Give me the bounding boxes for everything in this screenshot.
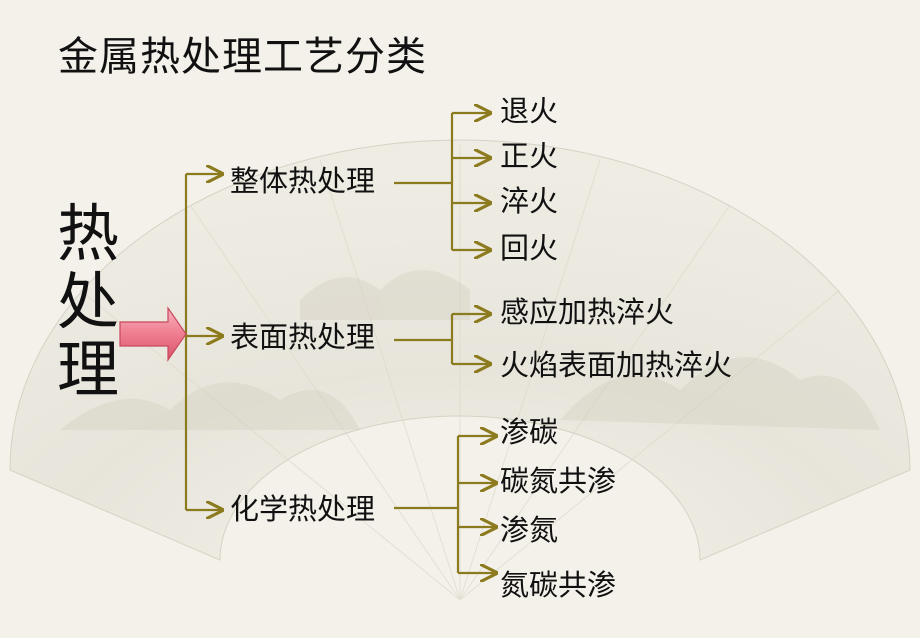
root-char: 理 [56, 333, 119, 406]
leaf-item: 回火 [500, 231, 559, 265]
root-char: 热 [56, 197, 119, 270]
page-title: 金属热处理工艺分类 [58, 34, 427, 80]
root-arrow [119, 306, 187, 362]
leaf-item: 氮碳共渗 [500, 568, 617, 602]
branch-label-overall: 整体热处理 [230, 164, 376, 198]
leaf-item: 渗碳 [500, 415, 559, 449]
root-char: 处 [56, 265, 119, 338]
leaf-item: 火焰表面加热淬火 [500, 348, 733, 382]
leaf-item: 碳氮共渗 [500, 464, 617, 498]
leaf-item: 渗氮 [500, 513, 559, 547]
branch-label-chemical: 化学热处理 [230, 492, 376, 526]
leaf-item: 正火 [500, 139, 559, 173]
root-label: 热 处 理 [48, 200, 128, 404]
leaf-item: 感应加热淬火 [500, 295, 675, 329]
leaf-item: 退火 [500, 94, 559, 128]
branch-label-surface: 表面热处理 [230, 320, 376, 354]
leaf-item: 淬火 [500, 184, 559, 218]
